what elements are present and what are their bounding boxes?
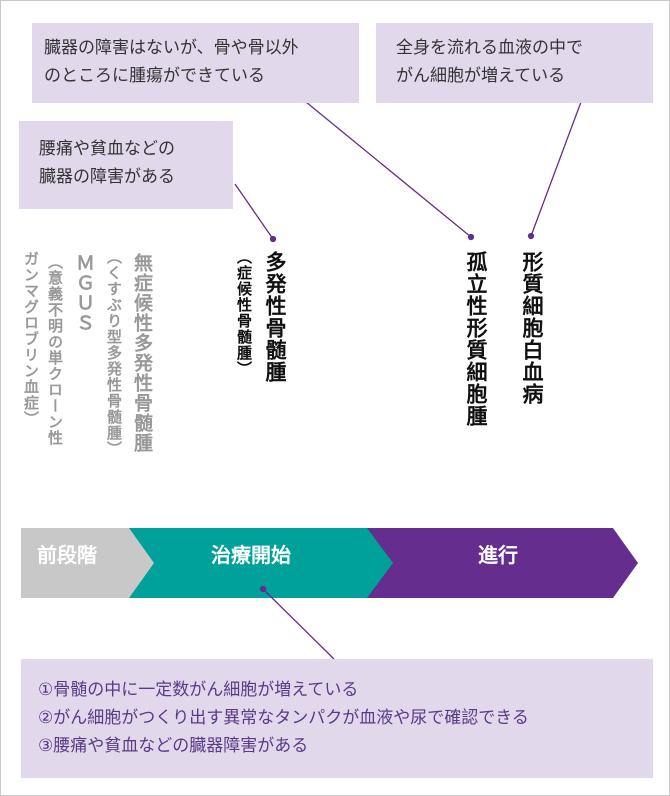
label-myeloma: 多発性骨髄腫 — [263, 251, 287, 383]
callout-text: 腰痛や貧血などの — [39, 139, 175, 159]
label-mgus-sub: ガンマグロブリン血症） — [22, 251, 40, 427]
callout-text: 全身を流れる血液の中で — [396, 38, 583, 58]
callout-extramedullary: 臓器の障害はないが、骨や骨以外 のところに腫瘍ができている — [32, 23, 359, 103]
stage-pre-arrow — [21, 528, 156, 598]
criteria-item: ②がん細胞がつくり出す異常なタンパクが血液や尿で確認できる — [38, 708, 529, 728]
label-smoldering: 無症候性多発性骨髄腫 — [131, 253, 153, 453]
label-smoldering-sub: （くすぶり型多発性骨髄腫） — [105, 249, 123, 457]
label-leukemia: 形質細胞白血病 — [520, 251, 544, 405]
criteria-item: ③腰痛や貧血などの臓器障害がある — [38, 736, 309, 756]
stage-advance-arrow — [367, 528, 638, 598]
label-plasmacytoma: 孤立性形質細胞腫 — [464, 251, 488, 427]
connector-line — [305, 101, 472, 238]
connector-line — [234, 183, 274, 240]
stage-advance-label: 進行 — [478, 543, 518, 567]
stage-pre-label: 前段階 — [37, 543, 97, 567]
connector-line — [262, 588, 335, 660]
label-mgus: ＭＧＵＳ — [73, 253, 95, 333]
label-myeloma-sub: （症候性骨髄腫） — [235, 249, 253, 377]
connector-line — [530, 101, 582, 237]
label-mgus-sub: （意義不明の単クローン性 — [46, 254, 64, 446]
callout-text: がん細胞が増えている — [396, 66, 566, 86]
callout-organ-damage: 腰痛や貧血などの 臓器の障害がある — [19, 121, 233, 209]
stage-treat-arrow — [129, 528, 395, 598]
criteria-box: ①骨髄の中に一定数がん細胞が増えている ②がん細胞がつくり出す異常なタンパクが血… — [21, 659, 653, 778]
callout-blood: 全身を流れる血液の中で がん細胞が増えている — [376, 23, 653, 103]
stage-treat-label: 治療開始 — [211, 543, 291, 567]
criteria-item: ①骨髄の中に一定数がん細胞が増えている — [38, 680, 359, 700]
callout-text: 臓器の障害がある — [39, 167, 175, 187]
callout-text: のところに腫瘍ができている — [44, 66, 265, 86]
callout-text: 臓器の障害はないが、骨や骨以外 — [44, 38, 299, 58]
